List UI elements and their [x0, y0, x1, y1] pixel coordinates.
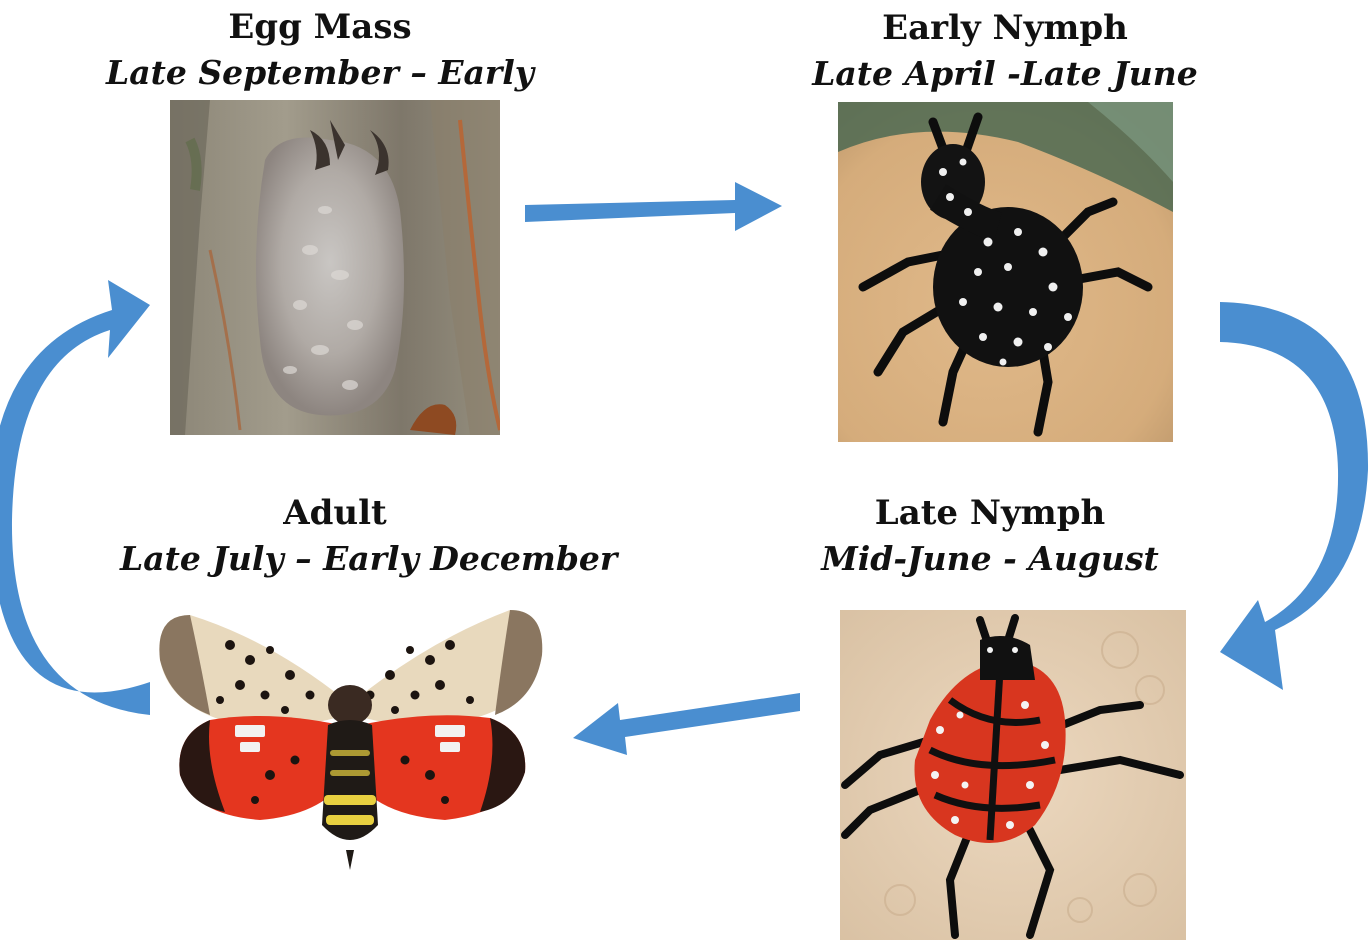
late-nymph-title: Late Nymph Mid-June - August — [820, 490, 1160, 582]
early-nymph-period: Late April -Late June — [790, 51, 1220, 97]
adult-period: Late July – Early December — [120, 536, 570, 582]
early-nymph-title: Early Nymph Late April -Late June — [790, 5, 1220, 97]
early-nymph-name: Early Nymph — [790, 5, 1220, 51]
egg-mass-name: Egg Mass — [100, 4, 540, 50]
late-nymph-photo — [840, 610, 1186, 940]
egg-mass-photo — [170, 100, 500, 435]
adult-title: Adult Late July – Early December — [140, 490, 530, 582]
adult-name: Adult — [140, 490, 530, 536]
early-nymph-photo — [838, 102, 1173, 442]
late-nymph-period: Mid-June - August — [820, 536, 1160, 582]
adult-photo — [150, 600, 550, 875]
late-nymph-name: Late Nymph — [820, 490, 1160, 536]
